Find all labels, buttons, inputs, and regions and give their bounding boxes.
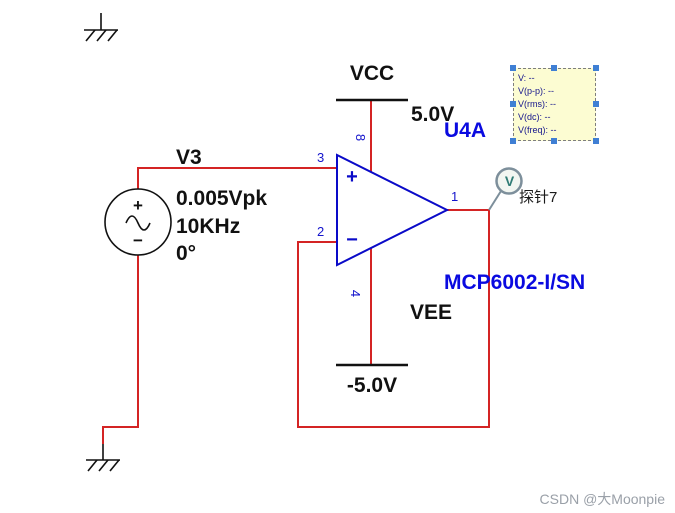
selection-handle[interactable] [510, 138, 516, 144]
probe-reading-vdc: V(dc): -- [518, 112, 551, 122]
probe-reading-vfreq: V(freq): -- [518, 125, 557, 135]
probe-name-label: 探针7 [519, 189, 558, 206]
pin-number-noninverting: 3 [317, 150, 325, 165]
probe-reading-vpp: V(p-p): -- [518, 86, 554, 96]
selection-handle[interactable] [551, 65, 557, 71]
vcc-label: VCC [349, 62, 395, 85]
selection-handle[interactable] [551, 138, 557, 144]
source-frequency-label: 10KHz [176, 215, 241, 238]
selection-handle[interactable] [593, 138, 599, 144]
probe-readings-box[interactable]: V: -- V(p-p): -- V(rms): -- V(dc): -- V(… [510, 65, 599, 144]
source-amplitude-label: 0.005Vpk [176, 187, 268, 210]
source-minus-sign: − [133, 231, 143, 250]
pin-number-inverting: 2 [317, 224, 325, 239]
opamp-symbol[interactable] [336, 153, 450, 267]
watermark: CSDN @大Moonpie [539, 491, 665, 507]
vee-value-label: -5.0V [346, 374, 398, 397]
ground-symbol-bottom[interactable] [86, 443, 120, 472]
source-phase-label: 0° [176, 242, 197, 265]
vcc-value-label: 5.0V [411, 103, 455, 126]
wire-source-to-ground[interactable] [102, 254, 139, 444]
opamp-minus-input-sign: − [346, 229, 358, 251]
selection-handle[interactable] [510, 65, 516, 71]
probe-reading-vrms: V(rms): -- [518, 99, 556, 109]
opamp-plus-input-sign: + [346, 166, 358, 188]
wire-source-to-noninverting-input[interactable] [137, 167, 337, 190]
ac-voltage-source-symbol[interactable] [104, 188, 172, 256]
sine-wave-icon [125, 215, 151, 231]
source-plus-sign: + [133, 196, 143, 215]
opamp-part-label: MCP6002-I/SN [444, 271, 586, 294]
selection-handle[interactable] [510, 101, 516, 107]
source-refdes-label: V3 [176, 146, 202, 169]
selection-handle[interactable] [593, 65, 599, 71]
opamp-refdes-label: U4A [444, 119, 487, 142]
pin-number-output: 1 [451, 189, 459, 204]
selection-handle[interactable] [593, 101, 599, 107]
probe-reading-v: V: -- [518, 73, 535, 83]
wire-feedback-loop[interactable] [297, 210, 490, 428]
voltage-probe-symbol[interactable] [488, 167, 523, 211]
ground-symbol-top[interactable] [84, 13, 118, 42]
pin-number-vminus: 4 [348, 289, 364, 298]
pin-number-vplus: 8 [353, 133, 369, 142]
probe-v-icon[interactable]: V [504, 173, 515, 189]
vee-label: VEE [410, 301, 453, 324]
